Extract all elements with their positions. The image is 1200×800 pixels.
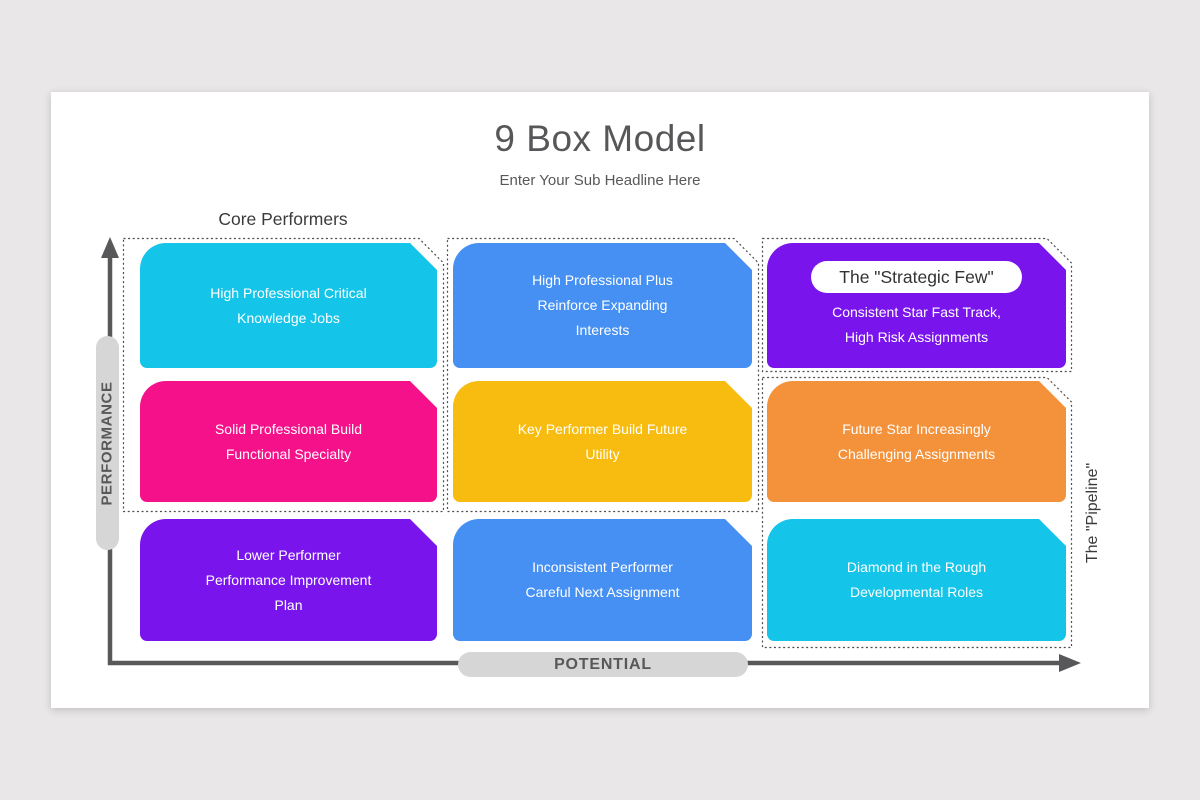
page-subtitle: Enter Your Sub Headline Here	[499, 172, 701, 189]
cell-text-line: Challenging Assignments	[837, 445, 996, 462]
cell-text-line: Plan	[274, 596, 303, 613]
cell-strategic-few: The "Strategic Few" Consistent Star Fast…	[767, 243, 1066, 368]
cell-text-line: Consistent Star Fast Track,	[832, 304, 1001, 320]
cell-text-line: Performance Improvement	[205, 571, 372, 588]
cell-high-professional-critical: High Professional Critical Knowledge Job…	[140, 243, 437, 368]
cell-future-star: Future Star Increasingly Challenging Ass…	[767, 381, 1066, 502]
cell-inconsistent-performer: Inconsistent Performer Careful Next Assi…	[453, 519, 752, 641]
performance-axis-label: PERFORMANCE	[99, 380, 117, 506]
pipeline-label: The "Pipeline"	[1084, 462, 1101, 564]
cell-solid-professional: Solid Professional Build Functional Spec…	[140, 381, 437, 502]
core-performers-outline	[122, 237, 445, 513]
cell-text-line: High Professional Critical	[210, 284, 367, 301]
cell-text-line: Lower Performer	[236, 546, 341, 563]
middle-column-outline	[446, 237, 760, 513]
cell-text-line: Reinforce Expanding	[537, 297, 668, 313]
cell-text-line: Diamond in the Rough	[846, 559, 987, 575]
potential-axis-pill: POTENTIAL	[458, 652, 748, 677]
cell-lower-performer: Lower Performer Performance Improvement …	[140, 519, 437, 641]
potential-axis-label: POTENTIAL	[554, 655, 652, 673]
pipeline-outline	[761, 376, 1073, 649]
strategic-few-pill: The "Strategic Few"	[811, 261, 1021, 293]
page-title: 9 Box Model	[494, 118, 706, 159]
cell-text-line: Inconsistent Performer	[532, 559, 673, 575]
cell-text-line: Functional Specialty	[225, 445, 352, 462]
cell-text-line: Interests	[575, 322, 630, 338]
cell-key-performer: Key Performer Build Future Utility	[453, 381, 752, 502]
y-axis-arrowhead	[101, 237, 119, 258]
core-performers-label: Core Performers	[218, 209, 348, 229]
cell-text-line: Key Performer Build Future	[517, 420, 688, 437]
cell-diamond-in-the-rough: Diamond in the Rough Developmental Roles	[767, 519, 1066, 641]
performance-axis-pill: PERFORMANCE	[96, 336, 119, 550]
strategic-few-outline	[761, 237, 1073, 373]
cell-text-line: Future Star Increasingly	[842, 420, 991, 437]
cell-high-professional-plus: High Professional Plus Reinforce Expandi…	[453, 243, 752, 368]
cell-text-line: High Professional Plus	[532, 272, 673, 288]
cell-text-line: High Risk Assignments	[844, 329, 989, 345]
pipeline-label-wrap: The "Pipeline"	[1076, 400, 1110, 626]
cell-text-line: Careful Next Assignment	[525, 584, 680, 600]
x-axis-arrowhead	[1059, 654, 1081, 672]
cell-text-line: Developmental Roles	[849, 584, 984, 600]
cell-text-line: Utility	[585, 445, 620, 462]
cell-text-line: Knowledge Jobs	[237, 309, 340, 326]
cell-text-line: Solid Professional Build	[214, 420, 363, 437]
